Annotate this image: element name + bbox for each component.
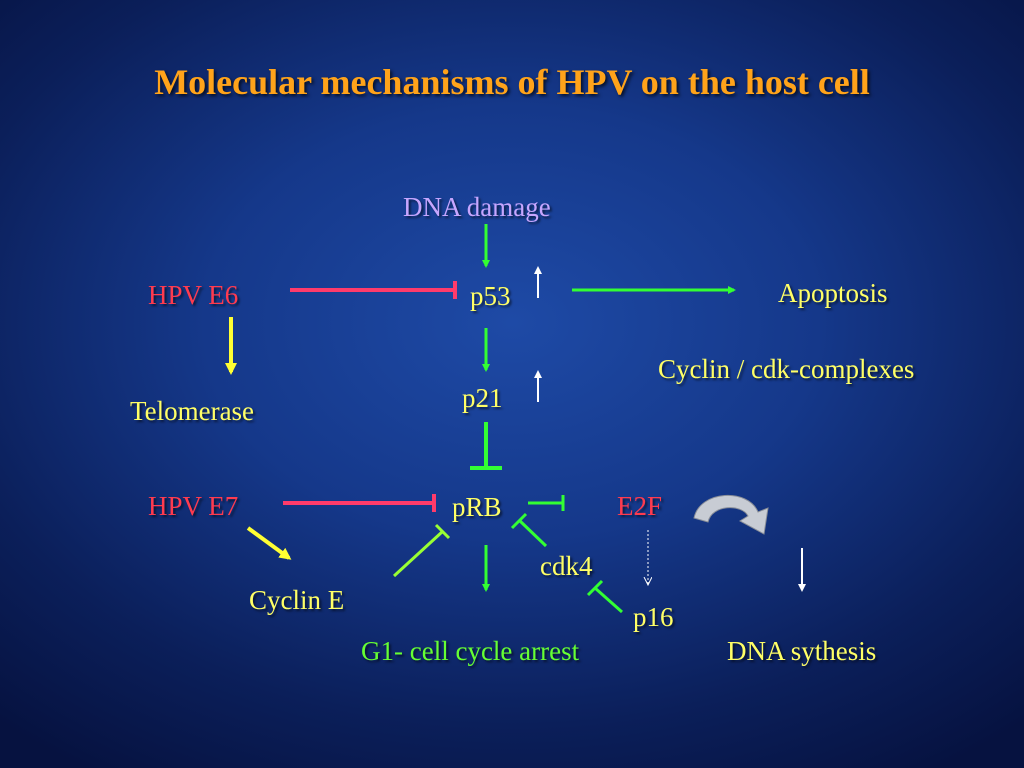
node-g1-arrest: G1- cell cycle arrest: [361, 636, 580, 666]
curved-arrow-icon: [693, 494, 769, 535]
node-telomerase: Telomerase: [130, 396, 255, 426]
node-p53: p53: [470, 281, 511, 311]
edge-prb-inhibits-e2f: [528, 495, 565, 511]
node-prb: pRB: [452, 492, 502, 522]
edge-p21-inhibits-prb: [470, 422, 502, 470]
edge-p16-inhibits-cdk4: [586, 579, 623, 614]
node-p21: p21: [462, 383, 503, 413]
edge-e6-inhibits-p53: [290, 281, 457, 299]
node-cyclin-cdk-complexes: Cyclin / cdk-complexes: [658, 354, 915, 384]
node-hpv-e7: HPV E7: [148, 491, 239, 521]
page-title: Molecular mechanisms of HPV on the host …: [154, 62, 870, 102]
node-dna-synthesis: DNA sythesis: [727, 636, 877, 666]
node-cyclin-e: Cyclin E: [249, 585, 345, 615]
node-e2f: E2F: [617, 491, 663, 521]
node-cdk4: cdk4: [540, 551, 593, 581]
node-hpv-e6: HPV E6: [148, 280, 239, 310]
node-p16: p16: [633, 602, 674, 632]
edge-e7-inhibits-prb: [283, 494, 436, 512]
edge-cdk4-inhibits-prb: [510, 512, 548, 548]
edge-e7-cyclin-e: [246, 526, 292, 560]
node-dna-damage: DNA damage: [403, 192, 551, 222]
node-apoptosis: Apoptosis: [778, 278, 888, 308]
edge-cyclin-e-inhibits-prb: [392, 523, 451, 578]
